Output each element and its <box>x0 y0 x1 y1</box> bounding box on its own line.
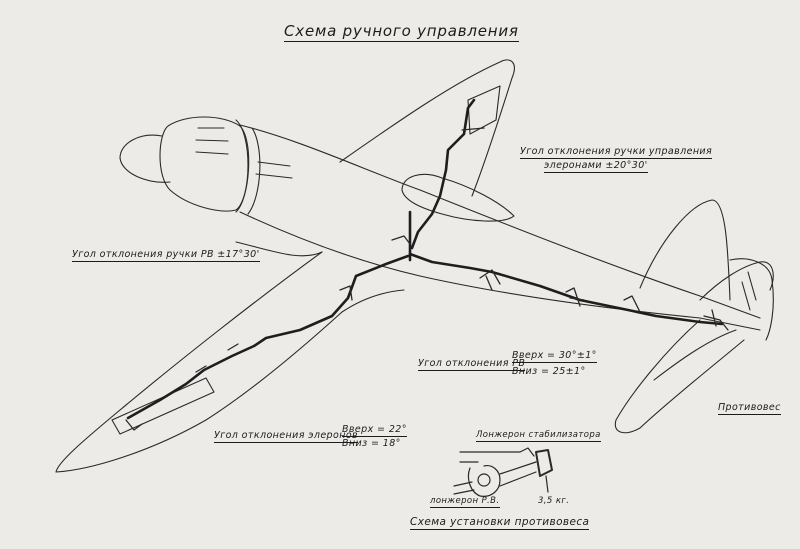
diagram-title: Схема ручного управления <box>284 22 519 42</box>
elevator-lower <box>653 329 737 381</box>
counterweight-scheme-title: Схема установки противовеса <box>410 516 590 530</box>
wing-root-fillet <box>235 241 405 313</box>
cowling-panels <box>195 127 293 179</box>
upper-aileron <box>467 85 501 135</box>
cowling-ring-2 <box>247 127 261 215</box>
lower-stabilizer <box>614 319 745 434</box>
elevator-rod <box>408 252 724 326</box>
tail-counterweight-marks <box>741 271 757 311</box>
aileron-rod-lower <box>126 254 410 420</box>
control-rods <box>126 98 724 420</box>
lower-wing-trailing-edge <box>55 311 343 473</box>
propeller-spinner <box>119 134 171 183</box>
elevator-angle-label: Угол отклонения РВ <box>418 358 526 371</box>
vertical-fin <box>639 199 731 301</box>
rocker-brackets <box>125 127 729 431</box>
upper-wing <box>339 59 515 197</box>
aileron-up-value: Вверх = 22° <box>342 424 407 437</box>
upper-stabilizer <box>699 261 774 301</box>
lower-aileron <box>111 377 215 435</box>
counterweight-scheme <box>453 447 553 497</box>
aileron-angle-label: Угол отклонения элеронов <box>214 430 359 443</box>
rudder <box>729 258 774 341</box>
fuselage-bottom <box>239 211 761 331</box>
counterweight-label: Противовес <box>718 402 781 415</box>
elevator-spar-label: лонжерон Р.В. <box>430 496 500 508</box>
aileron-stick-angle-value: элеронами ±20°30' <box>544 160 648 173</box>
aileron-down-value: Вниз = 18° <box>342 438 401 449</box>
stabilizer-spar-label: Лонжерон стабилизатора <box>476 430 601 442</box>
canopy <box>401 173 515 222</box>
cowling-ring <box>235 119 249 213</box>
aileron-rod-upper <box>410 98 476 250</box>
elevator-up-value: Вверх = 30°±1° <box>512 350 597 363</box>
elevator-down-value: Вниз = 25±1° <box>512 366 586 377</box>
engine-cowling <box>159 116 250 212</box>
weight-label: 3,5 кг. <box>538 496 570 506</box>
elevator-stick-angle-label: Угол отклонения ручки РВ ±17°30' <box>72 249 260 262</box>
aileron-stick-angle-label: Угол отклонения ручки управления <box>520 146 713 159</box>
lower-wing-leading-edge <box>55 251 323 473</box>
